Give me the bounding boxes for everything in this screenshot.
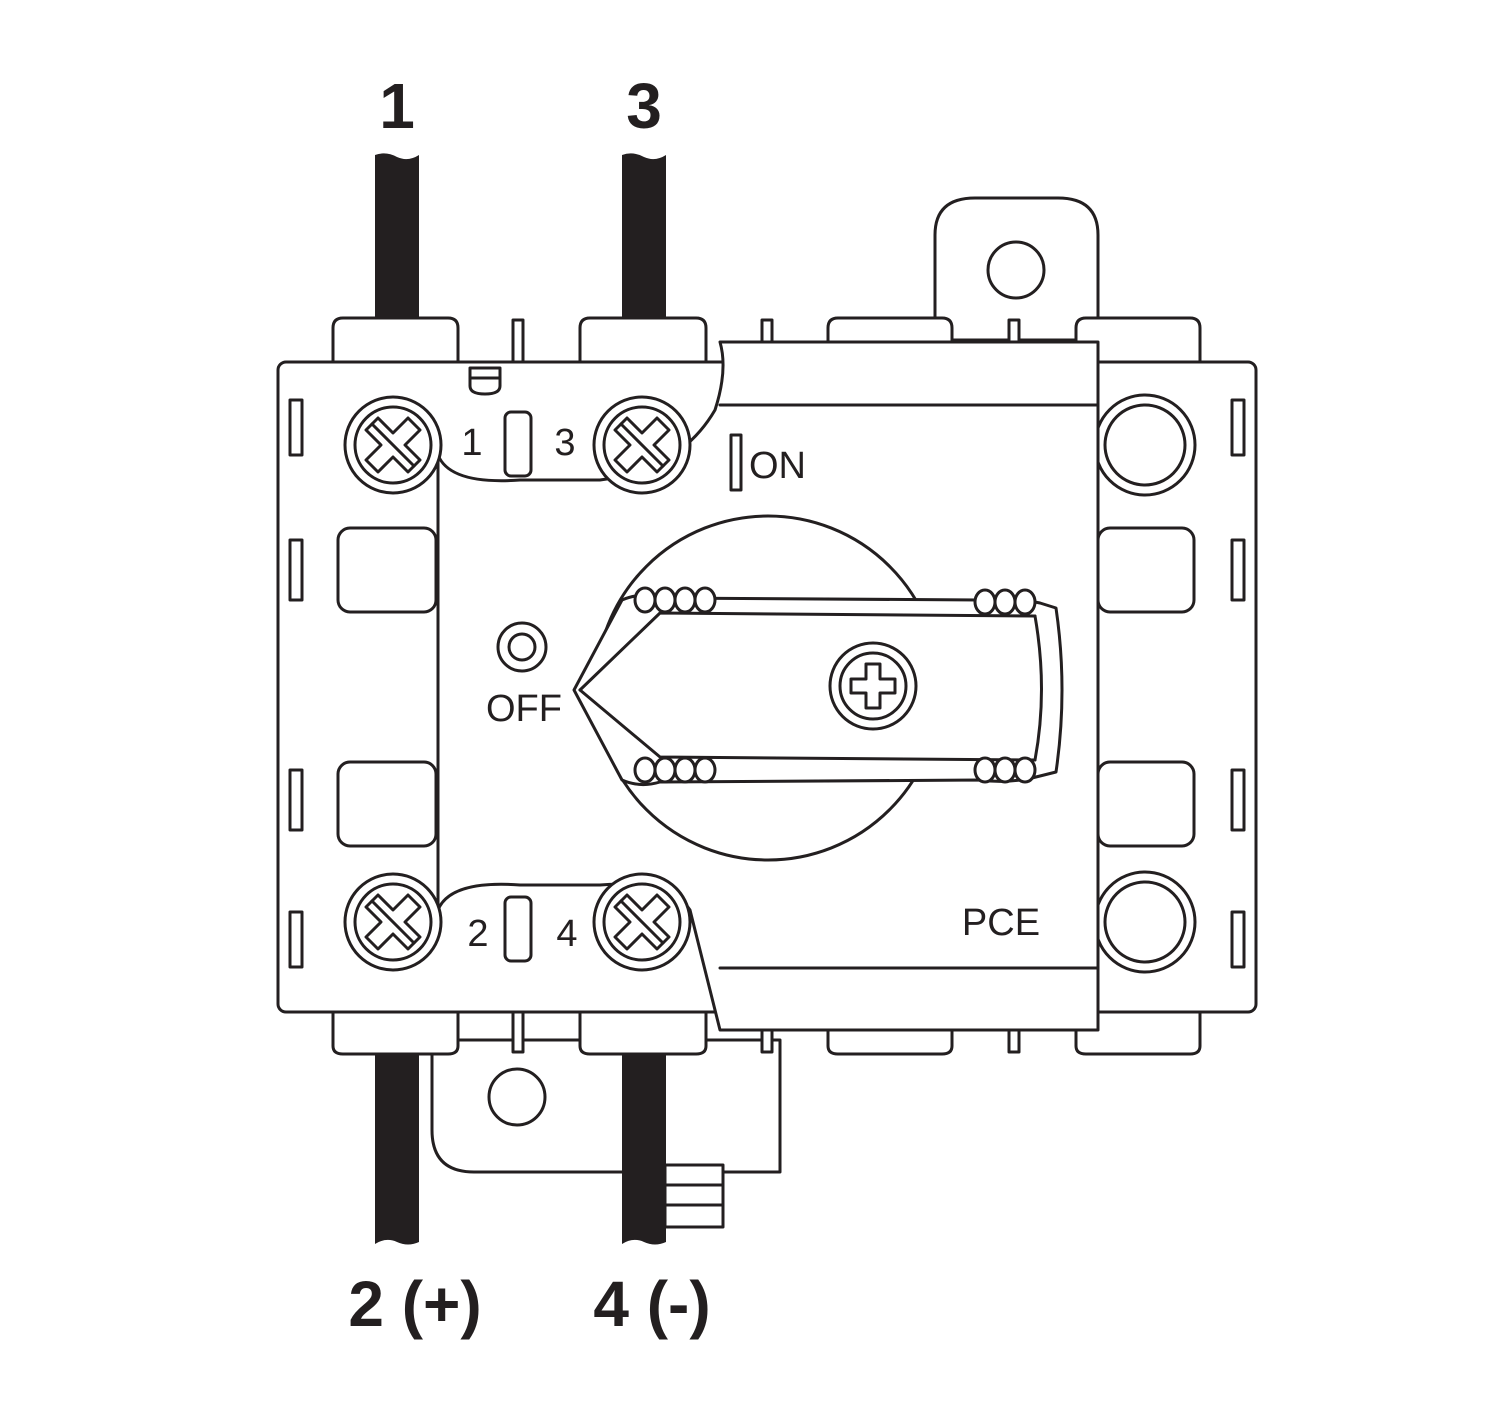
bottom-mounting-tab bbox=[430, 1038, 782, 1174]
label-terminal-2-bottom: 2 (+) bbox=[348, 1268, 481, 1340]
inner-label-1: 1 bbox=[461, 422, 482, 464]
inner-label-4: 4 bbox=[556, 913, 577, 955]
left-pad-upper bbox=[336, 526, 438, 614]
bottom-cap-2 bbox=[331, 1010, 460, 1056]
cable-3 bbox=[622, 153, 666, 318]
label-terminal-3-top: 3 bbox=[626, 70, 662, 142]
cable-1 bbox=[375, 153, 419, 318]
brand-label: PCE bbox=[962, 902, 1040, 944]
screw-terminal-4 bbox=[592, 872, 692, 972]
right-pad-lower bbox=[1096, 760, 1196, 848]
top-mounting-hole bbox=[986, 240, 1046, 300]
rotary-handle[interactable] bbox=[572, 586, 1064, 787]
bottom-cap-right bbox=[1074, 1010, 1202, 1056]
screw-terminal-2 bbox=[343, 872, 443, 972]
right-pad-upper bbox=[1096, 526, 1196, 614]
screw-terminal-3 bbox=[592, 395, 692, 495]
inner-label-3: 3 bbox=[554, 422, 575, 464]
top-cap-right bbox=[1074, 316, 1202, 364]
screw-terminal-1 bbox=[343, 395, 443, 495]
on-indicator-mark bbox=[729, 433, 743, 492]
label-terminal-1-top: 1 bbox=[379, 70, 415, 142]
top-cap-1 bbox=[331, 316, 460, 364]
on-label: ON bbox=[749, 445, 806, 487]
bottom-bracket bbox=[663, 1163, 725, 1229]
label-terminal-4-bottom: 4 (-) bbox=[593, 1268, 710, 1340]
top-cap-3 bbox=[578, 316, 708, 364]
inner-label-2: 2 bbox=[467, 913, 488, 955]
left-pad-lower bbox=[336, 760, 438, 848]
bottom-mounting-hole bbox=[487, 1067, 547, 1127]
top-cap-mid bbox=[826, 316, 954, 347]
cable-2 bbox=[375, 1054, 419, 1245]
off-label: OFF bbox=[486, 688, 562, 730]
cable-4 bbox=[622, 1054, 666, 1245]
bottom-cap-4 bbox=[578, 1010, 708, 1056]
bottom-cap-mid bbox=[826, 1028, 954, 1056]
